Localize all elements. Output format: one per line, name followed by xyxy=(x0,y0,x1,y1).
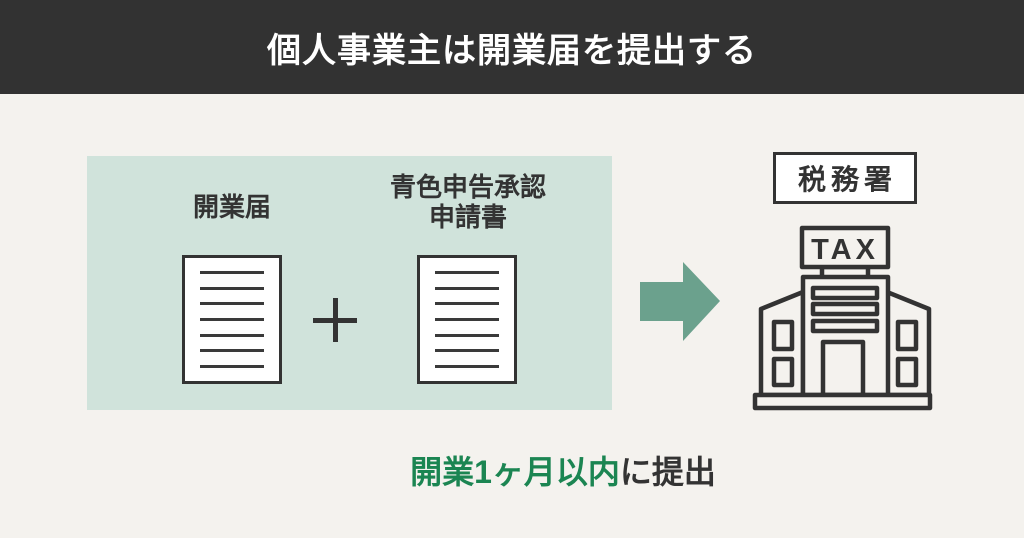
documents-panel: 開業届 青色申告承認 申請書 xyxy=(87,156,612,410)
caption-highlight: 開業1ヶ月以内 xyxy=(410,454,620,490)
document-label-line1: 青色申告承認 xyxy=(389,172,547,202)
document-icon-aoiro xyxy=(417,255,517,384)
document-label-line2: 申請書 xyxy=(428,202,508,232)
document-label-text: 開業届 xyxy=(192,192,272,222)
document-label-kaigyotodoke: 開業届 xyxy=(193,192,271,222)
tax-building-sign-text: TAX xyxy=(811,234,879,266)
tax-office-building-icon: TAX xyxy=(752,225,933,411)
arrow-right-icon xyxy=(640,262,720,341)
header-bar: 個人事業主は開業届を提出する xyxy=(0,0,1024,94)
caption-rest: に提出 xyxy=(619,454,716,490)
page-title: 個人事業主は開業届を提出する xyxy=(267,31,757,70)
plus-icon xyxy=(313,298,357,342)
document-icon-kaigyotodoke xyxy=(182,255,282,384)
tax-office-sign-label: 税務署 xyxy=(797,164,897,195)
caption: 開業1ヶ月以内に提出 xyxy=(410,447,716,493)
tax-office-sign: 税務署 xyxy=(773,152,917,204)
document-label-aoiro: 青色申告承認 申請書 xyxy=(390,172,546,232)
